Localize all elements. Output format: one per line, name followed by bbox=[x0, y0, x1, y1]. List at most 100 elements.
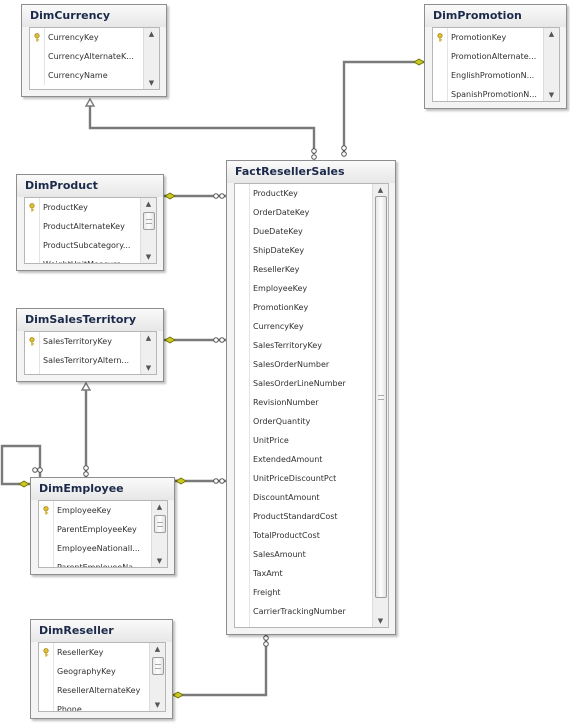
column-row[interactable]: ExtendedAmount bbox=[235, 450, 372, 469]
row-selector[interactable] bbox=[235, 412, 250, 431]
column-row[interactable]: Freight bbox=[235, 583, 372, 602]
row-selector[interactable] bbox=[235, 488, 250, 507]
scroll-down-icon[interactable]: ▼ bbox=[154, 701, 161, 709]
scroll-up-icon[interactable]: ▲ bbox=[154, 645, 161, 653]
row-selector[interactable] bbox=[235, 317, 250, 336]
column-row[interactable]: UnitPrice bbox=[235, 431, 372, 450]
column-row[interactable]: EnglishPromotionN... bbox=[433, 66, 543, 85]
row-selector[interactable] bbox=[235, 241, 250, 260]
row-selector[interactable] bbox=[235, 336, 250, 355]
column-row[interactable]: DiscountAmount bbox=[235, 488, 372, 507]
scroll-down-icon[interactable]: ▼ bbox=[156, 557, 163, 565]
row-selector[interactable] bbox=[25, 236, 40, 255]
column-row[interactable]: ResellerKey bbox=[39, 643, 149, 662]
scroll-up-icon[interactable]: ▲ bbox=[377, 186, 384, 194]
relationship-line[interactable] bbox=[171, 633, 268, 697]
column-row[interactable]: OrderDateKey bbox=[235, 203, 372, 222]
row-selector[interactable] bbox=[39, 662, 54, 681]
column-row[interactable]: WeightUnitMeasure... bbox=[25, 255, 140, 263]
column-row[interactable]: CustomerPONumber bbox=[235, 621, 372, 627]
table-title[interactable]: FactResellerSales bbox=[227, 161, 395, 183]
column-row[interactable]: ResellerKey bbox=[235, 260, 372, 279]
row-selector[interactable] bbox=[235, 507, 250, 526]
row-selector[interactable] bbox=[30, 47, 45, 66]
vertical-scrollbar[interactable]: ▲▼ bbox=[151, 501, 167, 567]
row-selector[interactable] bbox=[433, 28, 448, 47]
column-row[interactable]: CurrencyKey bbox=[30, 28, 143, 47]
column-row[interactable]: TotalProductCost bbox=[235, 526, 372, 545]
vertical-scrollbar[interactable]: ▲▼ bbox=[543, 28, 559, 101]
column-row[interactable]: DueDateKey bbox=[235, 222, 372, 241]
row-selector[interactable] bbox=[235, 431, 250, 450]
column-row[interactable]: ProductStandardCost bbox=[235, 507, 372, 526]
table-title[interactable]: DimCurrency bbox=[22, 5, 166, 27]
column-row[interactable]: CurrencyAlternateK... bbox=[30, 47, 143, 66]
vertical-scrollbar[interactable]: ▲▼ bbox=[149, 643, 165, 711]
scroll-thumb[interactable] bbox=[375, 196, 387, 598]
column-row[interactable]: EmployeeNationalI... bbox=[39, 539, 151, 558]
row-selector[interactable] bbox=[235, 222, 250, 241]
row-selector[interactable] bbox=[25, 370, 40, 374]
vertical-scrollbar[interactable]: ▲▼ bbox=[143, 28, 159, 89]
scroll-down-icon[interactable]: ▼ bbox=[548, 91, 555, 99]
relationship-line[interactable] bbox=[342, 60, 424, 152]
row-selector[interactable] bbox=[235, 545, 250, 564]
column-row[interactable]: SalesTerritoryKey bbox=[235, 336, 372, 355]
row-selector[interactable] bbox=[235, 526, 250, 545]
column-row[interactable]: ProductAlternateKey bbox=[25, 217, 140, 236]
row-selector[interactable] bbox=[433, 85, 448, 101]
row-selector[interactable] bbox=[235, 450, 250, 469]
column-row[interactable]: Phone bbox=[39, 700, 149, 711]
row-selector[interactable] bbox=[30, 66, 45, 85]
row-selector[interactable] bbox=[39, 643, 54, 662]
vertical-scrollbar[interactable]: ▲▼ bbox=[372, 184, 388, 627]
column-row[interactable]: PromotionAlternate... bbox=[433, 47, 543, 66]
scroll-down-icon[interactable]: ▼ bbox=[145, 364, 152, 372]
row-selector[interactable] bbox=[433, 66, 448, 85]
relationship-line[interactable] bbox=[88, 106, 316, 154]
scroll-thumb[interactable] bbox=[143, 212, 155, 230]
column-row[interactable]: UnitPriceDiscountPct bbox=[235, 469, 372, 488]
row-selector[interactable] bbox=[235, 469, 250, 488]
column-row[interactable]: ResellerAlternateKey bbox=[39, 681, 149, 700]
column-row[interactable]: ShipDateKey bbox=[235, 241, 372, 260]
column-row[interactable]: SalesOrderLineNumber bbox=[235, 374, 372, 393]
column-row[interactable]: EmployeeKey bbox=[39, 501, 151, 520]
row-selector[interactable] bbox=[433, 47, 448, 66]
row-selector[interactable] bbox=[235, 184, 250, 203]
row-selector[interactable] bbox=[235, 621, 250, 627]
vertical-scrollbar[interactable]: ▲▼ bbox=[140, 332, 156, 374]
row-selector[interactable] bbox=[39, 520, 54, 539]
row-selector[interactable] bbox=[235, 374, 250, 393]
column-row[interactable]: CarrierTrackingNumber bbox=[235, 602, 372, 621]
column-row[interactable]: SalesAmount bbox=[235, 545, 372, 564]
scroll-up-icon[interactable]: ▲ bbox=[156, 503, 163, 511]
column-row[interactable]: GeographyKey bbox=[39, 662, 149, 681]
row-selector[interactable] bbox=[25, 217, 40, 236]
row-selector[interactable] bbox=[235, 203, 250, 222]
scroll-up-icon[interactable]: ▲ bbox=[548, 30, 555, 38]
row-selector[interactable] bbox=[235, 279, 250, 298]
scroll-thumb[interactable] bbox=[152, 657, 164, 675]
column-row[interactable]: SalesTerritoryRegion bbox=[25, 370, 140, 374]
row-selector[interactable] bbox=[39, 700, 54, 711]
column-row[interactable]: PromotionKey bbox=[433, 28, 543, 47]
table-title[interactable]: DimProduct bbox=[17, 175, 163, 197]
scroll-up-icon[interactable]: ▲ bbox=[148, 30, 155, 38]
scroll-down-icon[interactable]: ▼ bbox=[145, 253, 152, 261]
row-selector[interactable] bbox=[39, 681, 54, 700]
column-row[interactable]: ParentEmployeeNa... bbox=[39, 558, 151, 567]
column-row[interactable]: EmployeeKey bbox=[235, 279, 372, 298]
column-row[interactable]: ParentEmployeeKey bbox=[39, 520, 151, 539]
row-selector[interactable] bbox=[30, 28, 45, 47]
column-row[interactable]: ProductKey bbox=[25, 198, 140, 217]
row-selector[interactable] bbox=[235, 393, 250, 412]
row-selector[interactable] bbox=[39, 539, 54, 558]
column-row[interactable]: SpanishPromotionN... bbox=[433, 85, 543, 101]
scroll-down-icon[interactable]: ▼ bbox=[148, 79, 155, 87]
